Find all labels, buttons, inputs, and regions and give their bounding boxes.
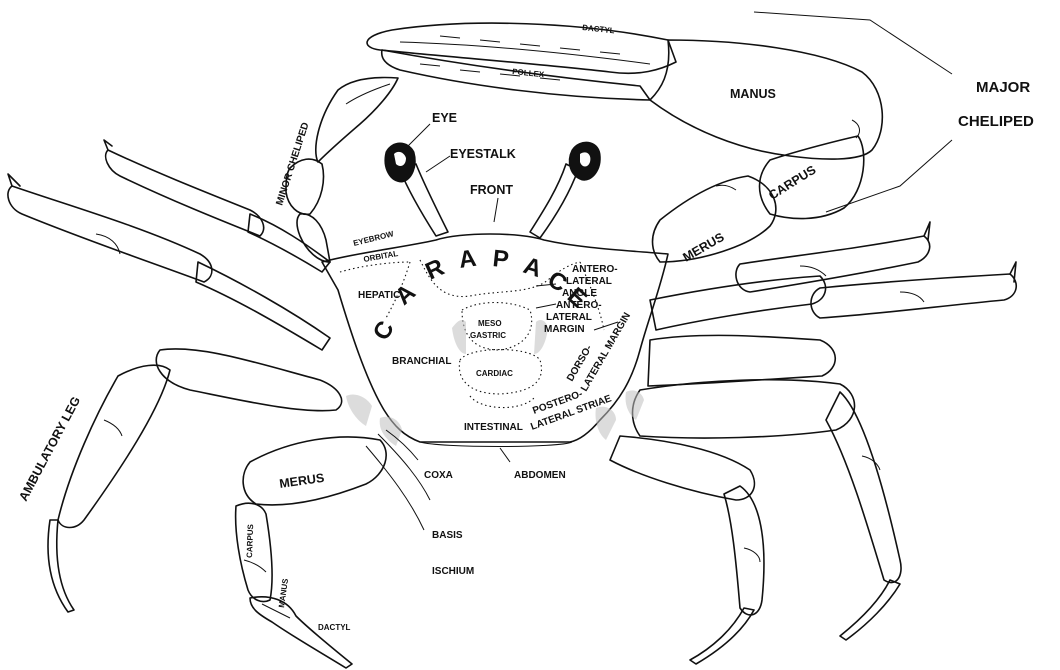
label-carpus-major: CARPUS [766, 163, 818, 203]
leg-merus-shape [243, 437, 386, 505]
carapace-letter-r: R [421, 253, 450, 286]
label-merus-major: MERUS [681, 230, 727, 265]
label-antero-lateral-angle-2: LATERAL [566, 276, 612, 287]
label-front: FRONT [470, 183, 513, 197]
right-eyestalk [530, 164, 578, 238]
minor-merus [297, 214, 330, 262]
label-pollex: POLLEX [512, 67, 545, 79]
label-cheliped: CHELIPED [958, 113, 1034, 130]
label-antero-lateral-margin-2: LATERAL [546, 312, 592, 323]
label-abdomen: ABDOMEN [514, 470, 566, 481]
label-ischium: ISCHIUM [432, 566, 474, 577]
label-antero-lateral-margin-1: ANTERO- [556, 300, 602, 311]
label-ambulatory-leg: AMBULATORY LEG [16, 394, 83, 503]
label-antero-lateral-angle-1: ANTERO- [572, 264, 618, 275]
label-basis: BASIS [432, 530, 463, 541]
label-major: MAJOR [976, 79, 1030, 96]
label-eyebrow: EYEBROW [352, 229, 395, 248]
label-merus-leg: MERUS [278, 471, 325, 491]
carapace-letter-p: P [491, 245, 512, 274]
label-carpus-leg: CARPUS [245, 523, 255, 558]
label-coxa: COXA [424, 470, 453, 481]
label-hepatic: HEPATIC [358, 290, 400, 301]
left-walking-legs [8, 140, 342, 612]
carapace-letter-a2: A [457, 245, 480, 274]
label-minor-cheliped: MINOR CHELIPED [274, 121, 311, 207]
label-orbital: ORBITAL [363, 249, 399, 264]
label-cardiac: CARDIAC [476, 369, 513, 378]
minor-claw [316, 78, 398, 163]
label-intestinal: INTESTINAL [464, 422, 523, 433]
ambulatory-leg-shape [156, 349, 341, 411]
label-meso: MESO [478, 319, 502, 328]
label-gastric: GASTRIC [470, 331, 506, 340]
right-walking-legs [610, 222, 1016, 664]
carapace-letter-c1: C [368, 315, 401, 345]
label-manus-leg: MANUS [277, 577, 290, 608]
carapace-letter-a3: A [520, 252, 547, 284]
label-branchial: BRANCHIAL [392, 356, 451, 367]
label-manus-major: MANUS [730, 87, 776, 101]
label-dactyl-major: DACTYL [582, 23, 615, 35]
label-eyestalk: EYESTALK [450, 147, 516, 161]
labels: DACTYL POLLEX MANUS MAJOR CHELIPED CARPU… [16, 23, 1034, 632]
label-dactyl-leg: DACTYL [318, 623, 351, 632]
label-eye: EYE [432, 111, 457, 125]
label-antero-lateral-angle-3: ANGLE [562, 288, 597, 299]
label-antero-lateral-margin-3: MARGIN [544, 324, 585, 335]
major-dactyl [367, 23, 676, 73]
